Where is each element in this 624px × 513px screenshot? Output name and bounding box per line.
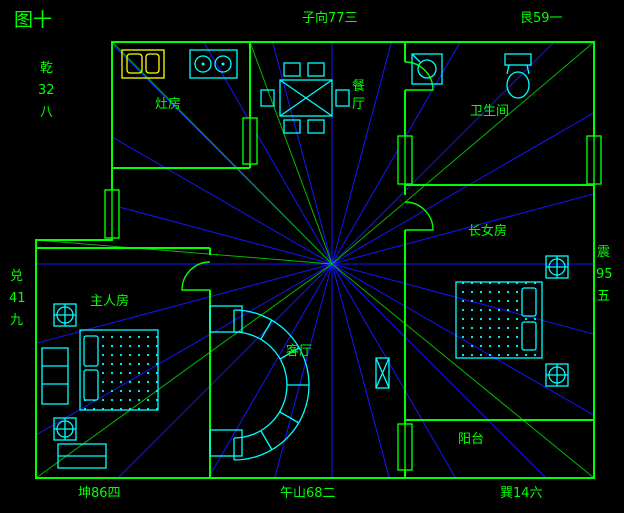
sector-ray	[331, 41, 461, 265]
label-left-upper-1: 乾	[40, 61, 53, 76]
sector-ray	[331, 263, 595, 479]
label-bathroom: 卫生间	[470, 104, 509, 119]
sector-ray	[35, 239, 333, 265]
label-daughter-room: 长女房	[468, 223, 507, 239]
sector-ray	[331, 41, 392, 265]
bathroom-basin	[411, 53, 443, 85]
compass-sector-rays	[35, 41, 595, 479]
windows	[104, 117, 602, 471]
living-sofa	[209, 305, 310, 461]
sector-ray	[331, 263, 547, 479]
label-dining-1: 餐	[352, 78, 365, 94]
living-tv	[375, 357, 390, 389]
room-labels: 灶房 餐 厅 卫生间 长女房 主人房 客厅 阳台	[90, 78, 509, 447]
label-left-upper-2: 32	[38, 83, 55, 98]
sector-ray	[331, 263, 390, 479]
label-kitchen: 灶房	[155, 96, 181, 112]
label-left-lower-2: 41	[9, 291, 26, 306]
sector-ray	[111, 204, 333, 265]
bathroom-toilet	[504, 53, 532, 99]
master-room-door	[181, 261, 211, 291]
sector-ray	[208, 263, 333, 479]
daughter-nightstand-top	[545, 255, 569, 279]
label-left-upper-3: 八	[40, 105, 53, 120]
label-right-3: 五	[597, 289, 610, 304]
daughter-bed	[455, 281, 543, 359]
master-nightstand-top	[53, 303, 77, 327]
sector-ray	[331, 193, 595, 265]
kitchen-sink	[121, 49, 165, 79]
sector-ray	[249, 41, 333, 265]
label-living-room: 客厅	[286, 343, 312, 359]
sector-ray	[331, 112, 595, 265]
label-left-lower-3: 九	[10, 313, 23, 328]
figure-title: 图十	[14, 9, 52, 31]
label-bottom-center: 午山68二	[280, 486, 336, 501]
label-left-lower-1: 兑	[10, 269, 23, 284]
sector-ray	[35, 263, 333, 479]
sector-ray	[117, 263, 333, 479]
sector-ray	[272, 41, 333, 265]
label-right-1: 震	[597, 245, 610, 260]
dining-table-set	[260, 62, 350, 134]
doors	[181, 61, 434, 291]
compass-labels: 图十 子向77三 艮59一 乾 32 八 兑 41 九 震 95 五 坤86四 …	[9, 9, 613, 501]
sector-ray	[274, 263, 333, 479]
label-right-2: 95	[596, 267, 613, 282]
master-cabinet	[57, 443, 107, 469]
sector-ray	[111, 136, 333, 265]
label-top-center: 子向77三	[302, 10, 358, 26]
sector-ray	[203, 41, 333, 265]
sector-ray	[331, 263, 456, 479]
label-bottom-left: 坤86四	[78, 486, 121, 501]
master-bed	[79, 329, 159, 411]
sector-ray	[331, 41, 595, 265]
walls	[35, 41, 595, 479]
sector-ray	[111, 41, 333, 265]
label-balcony: 阳台	[458, 432, 484, 447]
label-bottom-right: 巽14六	[500, 486, 543, 501]
label-master-room: 主人房	[90, 293, 129, 309]
master-wardrobe	[41, 347, 69, 405]
label-top-right: 艮59一	[520, 11, 563, 26]
master-nightstand-bottom	[53, 417, 77, 441]
label-dining-2: 厅	[352, 97, 365, 112]
daughter-nightstand-bottom	[545, 363, 569, 387]
kitchen-stove	[189, 49, 238, 79]
daughter-room-door	[404, 201, 434, 231]
sector-ray	[331, 41, 555, 265]
bathroom-door	[404, 61, 434, 91]
